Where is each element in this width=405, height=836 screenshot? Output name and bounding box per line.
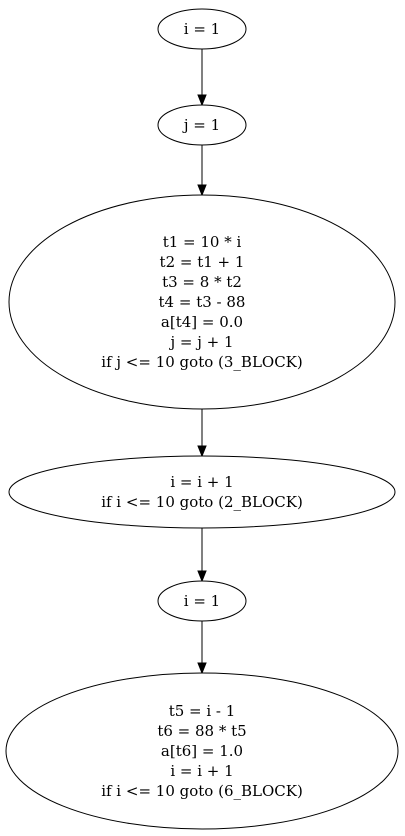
edge-n1-n2	[197, 49, 207, 107]
node-ellipse	[8, 194, 396, 410]
node-line: t2 = t1 + 1	[160, 253, 245, 271]
node-ellipse	[5, 672, 399, 830]
node-line: if j <= 10 goto (3_BLOCK)	[101, 353, 302, 371]
edge-n5-n6	[197, 621, 207, 675]
edges	[197, 49, 207, 675]
node-line: if i <= 10 goto (6_BLOCK)	[101, 782, 303, 800]
nodes: i = 1 j = 1 t1 = 10 * i t2 = t1 + 1 t3 = 8 *…	[5, 8, 399, 830]
arrowhead-icon	[197, 184, 207, 197]
node-n2: j = 1	[157, 104, 247, 146]
arrowhead-icon	[197, 445, 207, 458]
node-n5: i = 1	[157, 580, 247, 622]
node-line: a[t4] = 0.0	[161, 313, 243, 331]
node-n4: i = i + 1 if i <= 10 goto (2_BLOCK)	[8, 455, 396, 529]
edge-n3-n4	[197, 409, 207, 458]
node-n6: t5 = i - 1 t6 = 88 * t5 a[t6] = 1.0 i = i +…	[5, 672, 399, 830]
node-line: t3 = 8 * t2	[162, 273, 242, 291]
node-ellipse	[157, 104, 247, 146]
node-line: t1 = 10 * i	[163, 233, 242, 251]
node-line: if i <= 10 goto (2_BLOCK)	[101, 493, 303, 511]
node-line: i = i + 1	[170, 762, 233, 780]
node-ellipse	[157, 580, 247, 622]
arrowhead-icon	[197, 662, 207, 675]
node-n1: i = 1	[157, 8, 247, 50]
node-line: i = i + 1	[170, 473, 233, 491]
arrowhead-icon	[197, 94, 207, 107]
node-line: t5 = i - 1	[169, 702, 236, 720]
node-n3: t1 = 10 * i t2 = t1 + 1 t3 = 8 * t2 t4 = t3…	[8, 194, 396, 410]
node-line: i = 1	[184, 20, 220, 38]
edge-n4-n5	[197, 528, 207, 583]
edge-n2-n3	[197, 145, 207, 197]
node-line: t6 = 88 * t5	[157, 722, 246, 740]
node-line: j = 1	[182, 116, 220, 134]
arrowhead-icon	[197, 570, 207, 583]
node-ellipse	[157, 8, 247, 50]
node-line: i = 1	[184, 592, 220, 610]
node-ellipse	[8, 455, 396, 529]
node-line: t4 = t3 - 88	[159, 293, 246, 311]
node-line: a[t6] = 1.0	[161, 742, 243, 760]
node-line: j = j + 1	[168, 333, 233, 351]
